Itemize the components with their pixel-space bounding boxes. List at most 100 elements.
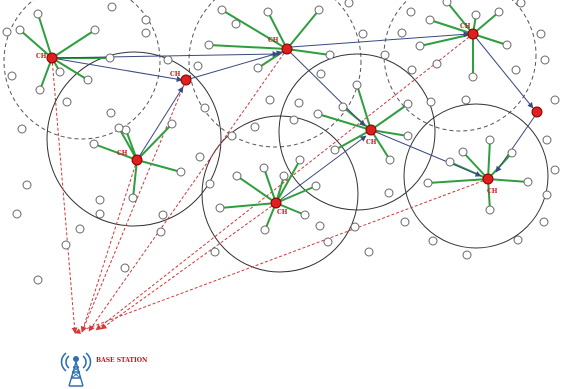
sensor-node [141,15,151,25]
sensor-node [156,227,166,237]
member-link [334,129,372,151]
member-link [446,1,474,35]
sensor-node [540,55,550,65]
sensor-node [539,217,549,227]
sensor-node [461,95,471,105]
radio-tower-icon [60,352,92,387]
member-link [132,159,138,199]
sensor-node [458,147,468,157]
inter-cluster-arrow [136,86,184,161]
base-station-link [100,202,277,330]
inter-cluster-arrow [286,48,366,127]
ch-label-7: CH [277,209,288,216]
member-link [487,139,491,180]
member-link [208,44,288,50]
sensor-node [403,131,413,141]
member-link [263,167,277,204]
sensor-node [550,95,560,105]
sensor-node [253,63,263,73]
sensor-node [294,98,304,108]
sensor-node [407,65,417,75]
sensor-node [33,275,43,285]
sensor-node [35,85,45,95]
relay-node [531,106,543,118]
sensor-node [215,203,225,213]
sensor-node [289,115,299,125]
sensor-node [432,59,442,69]
inter-cluster-arrow [495,112,538,173]
member-link [136,159,182,173]
sensor-node [415,41,425,51]
base-station-link [74,178,489,334]
sensor-node [176,167,186,177]
sensor-node [313,109,323,119]
sensor-node [227,131,237,141]
sensor-node [385,155,395,165]
sensor-node [158,210,168,220]
sensor-node [90,25,100,35]
sensor-node [62,97,72,107]
sensor-node [33,9,43,19]
sensor-node [279,171,289,181]
cluster-1-boundary [3,0,161,140]
sensor-node [232,171,242,181]
cluster-7-boundary [201,115,359,273]
sensor-node [423,178,433,188]
sensor-node [507,148,517,158]
sensor-node [542,135,552,145]
base-station-link [81,79,187,333]
member-link [37,13,53,59]
member-link [370,103,409,131]
member-link [286,9,320,50]
sensor-node [217,5,227,15]
member-link [487,178,529,183]
sensor-node [120,263,130,273]
sensor-node [17,124,27,134]
sensor-node [323,237,333,247]
base-station-link [88,48,288,332]
sensor-node [403,99,413,109]
member-link [219,202,277,209]
sensor-node [55,67,65,77]
inter-cluster-arrow [290,31,470,48]
cluster-head-node [467,28,479,40]
member-link [317,113,372,131]
member-link [286,48,331,56]
sensor-node [205,179,215,189]
sensor-node [167,119,177,129]
cluster-heads [46,28,543,209]
sensor-node [426,97,436,107]
sensor-node [22,180,32,190]
sensor-node [397,28,407,38]
sensor-node [105,53,115,63]
member-link [370,129,409,137]
sensor-node [89,139,99,149]
sensor-node [468,72,478,82]
sensor-node [107,2,117,12]
member-link [275,159,301,204]
inter-cluster-arrow [472,33,534,109]
sensor-node [315,221,325,231]
base-station-link [80,159,138,333]
sensor-node [259,163,269,173]
ch-label-6: CH [366,139,377,146]
sensor-node [384,188,394,198]
sensor-node [231,19,241,29]
member-link [236,175,277,204]
sensor-node [523,177,533,187]
sensor-node [200,103,210,113]
cluster-head-node [270,197,282,209]
sensor-node [260,225,270,235]
ch-label-1: CH [36,53,47,60]
sensor-node [406,7,416,17]
sensor-node [250,122,260,132]
member-link [267,11,288,50]
member-link [221,9,288,50]
cluster-3-boundary [188,0,362,148]
member-link [39,57,53,91]
inter-cluster-arrow [51,51,279,59]
sensor-node [425,15,435,25]
sensor-node [330,145,340,155]
sensor-node [400,217,410,227]
sensor-node [485,135,495,145]
